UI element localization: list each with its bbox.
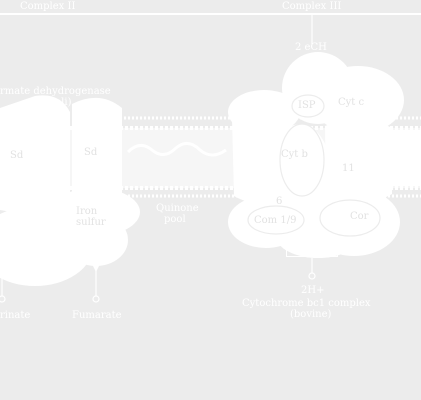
enzyme-name-line1: rmate dehydrogenase — [0, 86, 111, 97]
complex-ii-header: Complex II — [20, 1, 76, 12]
electron-acceptor-label: 2 eCH — [295, 42, 327, 53]
substrate-node — [0, 295, 6, 303]
iron-sulfur-line2: sulfur — [76, 217, 106, 228]
isp-label: ISP — [298, 100, 316, 111]
ec-1-3-5-1-box[interactable]: 1.3.5.1 — [23, 254, 71, 268]
complex-iii-shapes — [228, 52, 421, 258]
subunit-11-label: 11 — [342, 163, 355, 174]
quinone-path — [126, 142, 227, 157]
quinone-label-line2: pool — [164, 214, 186, 225]
proton-node — [308, 272, 316, 280]
core-right-label: Cor — [350, 211, 369, 222]
complex-ii-arrows — [1, 264, 100, 296]
subunit-sd-left: Sd — [10, 150, 24, 161]
iron-sulfur-line1: Iron — [76, 206, 98, 217]
substrate-label: rinate — [0, 310, 31, 321]
ec-1-10-2-2-box[interactable]: 1.10.2.2 — [286, 243, 338, 257]
subunit-6-label: 6 — [276, 196, 283, 207]
complex-iii-outlines — [247, 94, 381, 237]
quinone-label-line1: Quinone — [156, 203, 199, 214]
proton-label: 2H+ — [301, 285, 325, 296]
fumarate-label: Fumarate — [72, 310, 122, 321]
complex-iii-name-line2: (bovine) — [290, 309, 332, 320]
core-1-9-label: Com 1/9 — [254, 215, 297, 226]
fumarate-node — [92, 295, 100, 303]
subunit-sd-right: Sd — [84, 147, 98, 158]
cyt-b-label: Cyt b — [281, 149, 308, 160]
enzyme-name-line2: (E. coli) — [32, 97, 72, 108]
cyt-c-label: Cyt c — [338, 97, 365, 108]
complex-iii-name-line1: Cytochrome bc1 complex — [242, 298, 371, 309]
complex-iii-header: Complex III — [282, 1, 342, 12]
